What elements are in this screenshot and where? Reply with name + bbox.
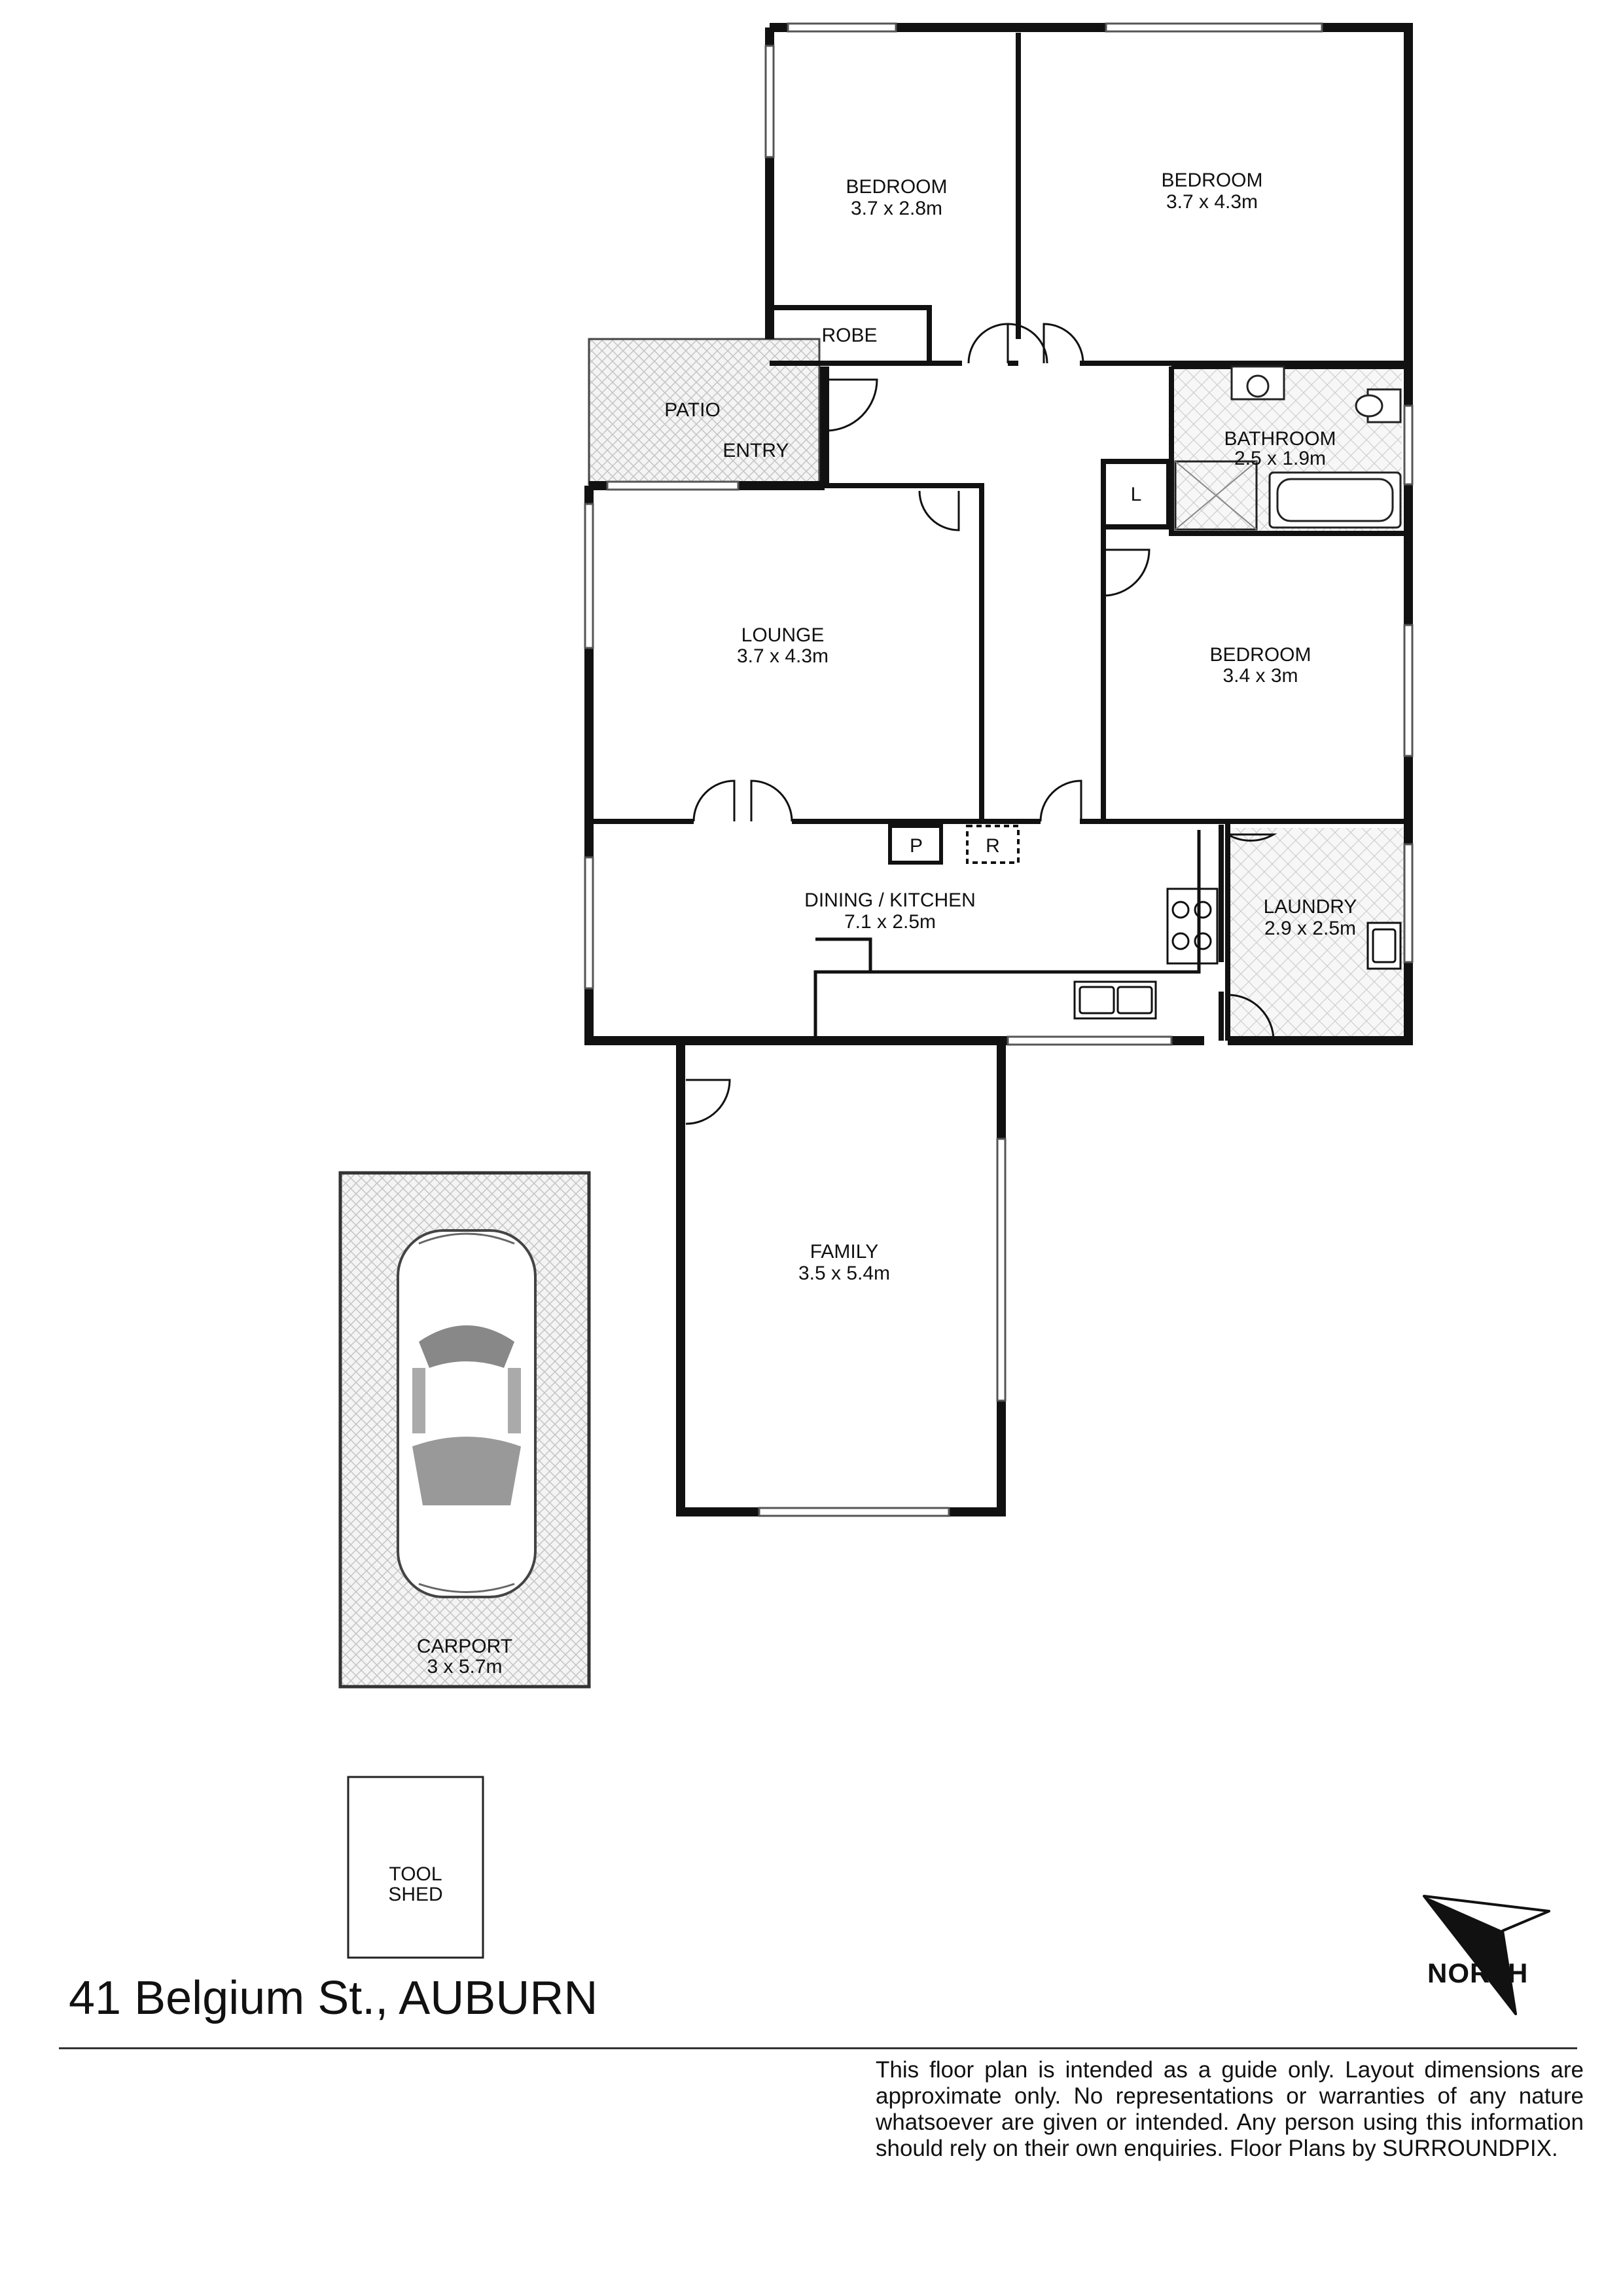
fridge-box	[966, 825, 1020, 864]
bedroom1-name: BEDROOM	[846, 176, 947, 198]
patio-label: PATIO	[664, 399, 721, 421]
linen-label: L	[1131, 484, 1142, 505]
property-address: 41 Belgium St., AUBURN	[69, 1972, 598, 2024]
fridge-label: R	[986, 835, 1000, 857]
laundry-tub	[1366, 922, 1402, 970]
bedroom3-dim: 3.4 x 3m	[1222, 665, 1298, 687]
bedroom2-dim: 3.7 x 4.3m	[1166, 191, 1258, 213]
carport-dim: 3 x 5.7m	[427, 1656, 502, 1677]
car-icon	[397, 1229, 537, 1598]
family-name: FAMILY	[810, 1241, 878, 1263]
tool-shed	[347, 1776, 484, 1959]
bathroom-dim: 2.5 x 1.9m	[1234, 448, 1326, 469]
footer-divider	[59, 2047, 1577, 2049]
laundry-name: LAUNDRY	[1264, 896, 1357, 918]
north-label: NORTH	[1427, 1958, 1529, 1988]
bathroom-name: BATHROOM	[1224, 428, 1336, 450]
cooktop	[1166, 888, 1219, 965]
pantry-label: P	[910, 835, 923, 857]
doors	[685, 323, 1277, 1125]
pantry-box	[888, 824, 943, 865]
entry-label: ENTRY	[722, 440, 789, 461]
windows	[584, 22, 1414, 1517]
north-arrow-icon	[1423, 1895, 1550, 2015]
bedroom2-name: BEDROOM	[1161, 170, 1262, 191]
lounge-dim: 3.7 x 4.3m	[737, 645, 829, 667]
bedroom3-name: BEDROOM	[1209, 644, 1311, 666]
shed-label-line1: TOOL	[389, 1863, 442, 1885]
disclaimer-text: This floor plan is intended as a guide o…	[876, 2057, 1584, 2161]
shed-label-line2: SHED	[388, 1884, 442, 1905]
family-dim: 3.5 x 5.4m	[798, 1263, 890, 1284]
lounge-name: LOUNGE	[741, 624, 825, 646]
robe-label: ROBE	[821, 325, 877, 346]
laundry-dim: 2.9 x 2.5m	[1264, 918, 1356, 939]
dining-name: DINING / KITCHEN	[804, 889, 976, 911]
dining-dim: 7.1 x 2.5m	[844, 911, 936, 933]
bedroom1-dim: 3.7 x 2.8m	[851, 198, 942, 219]
interior-walls	[589, 33, 1408, 1041]
carport-name: CARPORT	[417, 1636, 512, 1657]
bathroom-fixtures	[1174, 365, 1402, 531]
kitchen-benches	[813, 830, 1201, 1041]
kitchen-sink	[1073, 980, 1157, 1020]
